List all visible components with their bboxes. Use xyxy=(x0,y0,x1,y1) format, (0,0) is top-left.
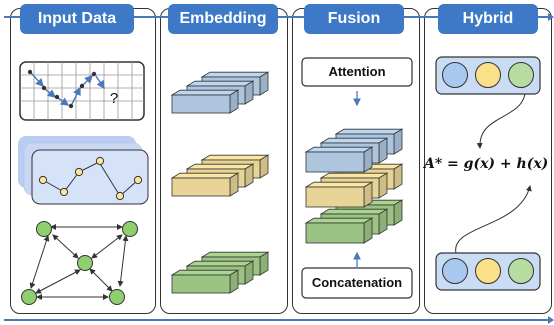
top-flow-arrowhead xyxy=(548,13,554,21)
hybrid-formula: A* = g(x) + h(x) xyxy=(424,156,549,172)
hybrid-node-top-0 xyxy=(442,62,468,88)
header-fusion: Fusion xyxy=(304,4,404,34)
hybrid-node-top-2 xyxy=(508,62,534,88)
concatenation-label: Concatenation xyxy=(311,275,403,290)
concatenation-box xyxy=(301,267,413,299)
top-to-formula-arrow xyxy=(476,93,526,149)
fusion-diagram xyxy=(301,57,413,299)
embedding-block-green-0 xyxy=(170,269,240,294)
hybrid-node-bottom-2 xyxy=(508,258,534,284)
fusion-stack xyxy=(304,128,404,244)
directed-graph xyxy=(21,221,138,305)
hybrid-node-bottom-0 xyxy=(442,258,468,284)
header-input-data: Input Data xyxy=(20,4,134,34)
attention-box xyxy=(301,57,413,87)
fusion-block-yellow-0 xyxy=(304,181,374,208)
graph-layers xyxy=(18,136,149,205)
hybrid-node-bottom-1 xyxy=(475,258,501,284)
timeseries-grid xyxy=(19,61,145,121)
attention-label: Attention xyxy=(328,64,386,79)
fusion-block-green-0 xyxy=(304,217,374,244)
hybrid-diagram xyxy=(435,56,541,291)
header-hybrid: Hybrid xyxy=(438,4,538,34)
bottom-to-formula-arrow xyxy=(455,185,532,254)
question-mark: ? xyxy=(109,90,119,107)
fusion-block-blue-0 xyxy=(304,146,374,173)
hybrid-node-top-1 xyxy=(475,62,501,88)
embedding-block-blue-0 xyxy=(170,89,240,114)
embedding-blocks xyxy=(170,71,270,294)
bottom-flow-arrowhead xyxy=(548,316,554,324)
hybrid-nodes xyxy=(442,62,534,284)
header-embedding: Embedding xyxy=(168,4,278,34)
embedding-block-yellow-0 xyxy=(170,172,240,197)
